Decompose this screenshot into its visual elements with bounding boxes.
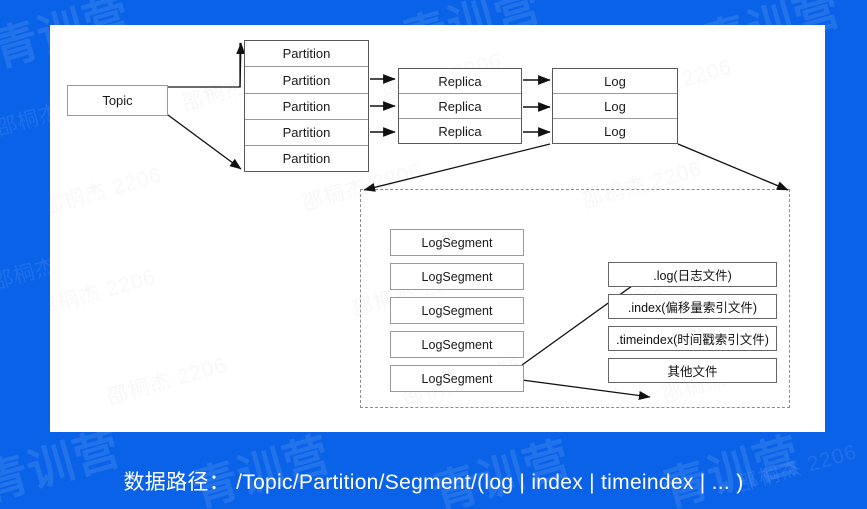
log-segment-box[interactable]: LogSegment [390, 229, 524, 256]
caption-text: 数据路径： /Topic/Partition/Segment/(log | in… [123, 471, 744, 494]
file-box-log[interactable]: .log(日志文件) [608, 262, 777, 287]
log-segment-box[interactable]: LogSegment [390, 365, 524, 392]
connector-arrows [167, 42, 789, 401]
log-row[interactable]: Log [553, 119, 677, 143]
partition-row[interactable]: Partition [245, 67, 368, 94]
log-segment-box[interactable]: LogSegment [390, 263, 524, 290]
replica-stack: Replica Replica Replica [398, 68, 522, 144]
partition-row[interactable]: Partition [245, 120, 368, 146]
replica-row[interactable]: Replica [399, 69, 521, 94]
partition-row[interactable]: Partition [245, 94, 368, 120]
partition-row[interactable]: Partition [245, 41, 368, 67]
segment-detail-region [360, 189, 790, 408]
file-box-other[interactable]: 其他文件 [608, 358, 777, 383]
log-segment-box[interactable]: LogSegment [390, 331, 524, 358]
topic-label: Topic [102, 93, 133, 108]
replica-row[interactable]: Replica [399, 94, 521, 119]
log-stack: Log Log Log [552, 68, 678, 144]
log-row[interactable]: Log [553, 94, 677, 119]
topic-box[interactable]: Topic [67, 85, 168, 116]
file-box-index[interactable]: .index(偏移量索引文件) [608, 294, 777, 319]
replica-row[interactable]: Replica [399, 119, 521, 143]
file-box-timeindex[interactable]: .timeindex(时间戳索引文件) [608, 326, 777, 351]
diagram-canvas: 邵桐杰 2206 邵桐杰 2206 邵桐杰 2206 邵桐杰 2206 邵桐杰 … [50, 25, 825, 432]
log-row[interactable]: Log [553, 69, 677, 94]
partition-stack: Partition Partition Partition Partition … [244, 40, 369, 172]
log-segment-box[interactable]: LogSegment [390, 297, 524, 324]
partition-row[interactable]: Partition [245, 146, 368, 171]
